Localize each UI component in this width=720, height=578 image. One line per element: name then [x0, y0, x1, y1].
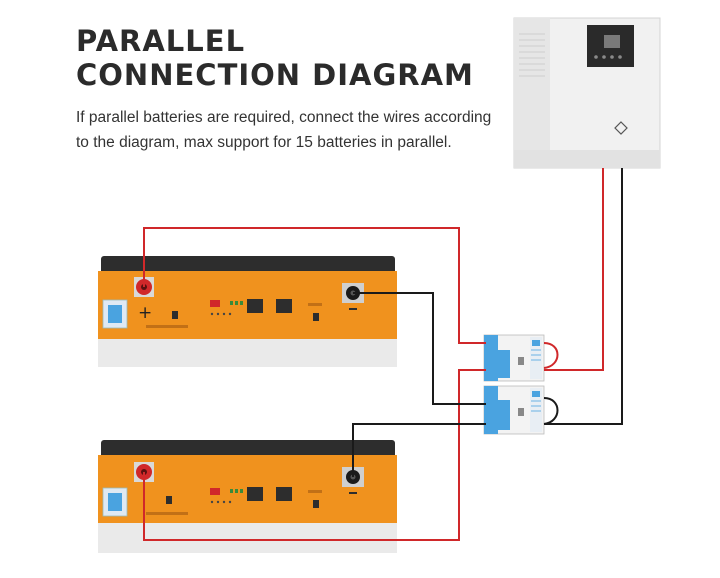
page-title: PARALLEL CONNECTION DIAGRAM — [76, 24, 474, 92]
wire-battery2-negative — [352, 423, 486, 477]
wire-battery1-positive — [143, 227, 486, 344]
positive-symbol: + — [138, 303, 152, 323]
positive-wires — [143, 168, 604, 541]
battery-module-2 — [98, 440, 397, 553]
dc-breaker-positive — [483, 334, 545, 382]
inverter-device — [513, 17, 661, 169]
wire-breaker-bridge-positive — [543, 342, 559, 369]
inverter-logo-icon — [614, 121, 628, 135]
battery-breaker-1 — [102, 299, 128, 329]
wire-battery1-negative — [353, 292, 486, 405]
wire-breaker-bridge-negative — [543, 397, 559, 425]
battery-breaker-2 — [102, 487, 128, 517]
description-text: If parallel batteries are required, conn… — [76, 109, 492, 151]
negative-wires — [352, 168, 623, 477]
wire-battery2-positive — [143, 369, 486, 541]
wire-inverter-negative — [544, 168, 623, 425]
dc-breaker-negative — [483, 385, 545, 435]
title-line-2: CONNECTION DIAGRAM — [76, 58, 474, 92]
wire-inverter-positive — [544, 168, 604, 371]
title-line-1: PARALLEL — [76, 24, 246, 58]
battery-module-1: + — [98, 256, 397, 367]
